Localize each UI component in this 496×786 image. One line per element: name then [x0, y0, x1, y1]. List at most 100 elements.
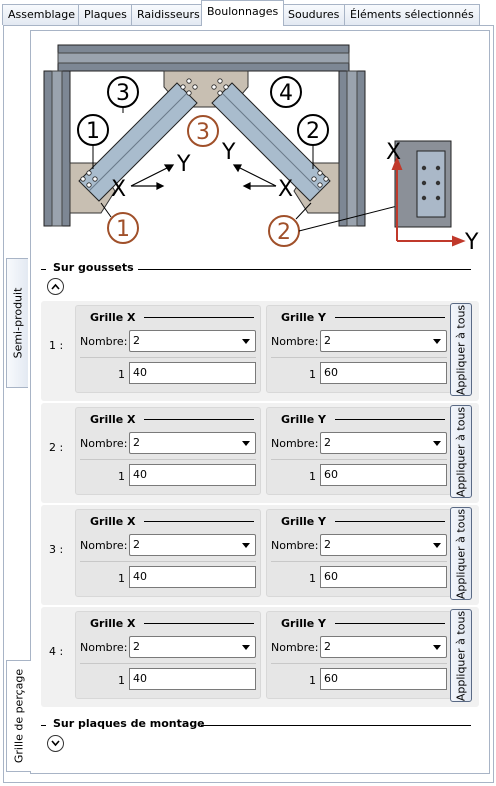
connection-diagram: 3 4 1 2 3 1 2	[43, 44, 479, 253]
grille-y-value-input[interactable]: 60	[320, 566, 447, 588]
axis-y-detail: Y	[464, 230, 479, 253]
marker-1-label: 1	[86, 119, 100, 144]
tab-boulonnages[interactable]: Boulonnages	[201, 0, 285, 26]
grille-y-title: Grille Y	[281, 413, 327, 426]
grille-y-index: 1	[309, 674, 316, 687]
dropdown-arrow-icon	[242, 441, 250, 446]
grille-x-box: Grille X Nombre: 2 1 40	[75, 305, 261, 393]
dropdown-arrow-icon	[242, 339, 250, 344]
grille-y-value-input[interactable]: 60	[320, 668, 447, 690]
chevron-up-icon	[51, 283, 60, 290]
dropdown-arrow-icon	[433, 645, 441, 650]
grille-x-title: Grille X	[90, 311, 136, 324]
marker-3-label: 3	[116, 81, 130, 106]
grille-y-index: 1	[309, 470, 316, 483]
marker-1-brown-label: 1	[116, 217, 130, 242]
dropdown-arrow-icon	[433, 441, 441, 446]
axis-x-right: X	[278, 177, 293, 202]
gousset-row-1-label: 1 :	[49, 339, 64, 352]
grille-y-title: Grille Y	[281, 311, 327, 324]
side-tab-bar: Semi-produit Grille de perçage	[6, 30, 31, 774]
grille-x-index: 1	[118, 674, 125, 687]
grille-y-index: 1	[309, 368, 316, 381]
marker-1-brown	[107, 212, 139, 244]
nombre-label: Nombre:	[271, 539, 319, 552]
sur-goussets-header: Sur goussets	[41, 261, 471, 277]
sur-goussets-title: Sur goussets	[53, 261, 134, 274]
marker-3-brown-label: 3	[196, 120, 210, 145]
select-value: 2	[324, 538, 331, 551]
marker-2-brown-label: 2	[277, 220, 291, 245]
side-tab-grille-de-percage[interactable]: Grille de perçage	[6, 660, 31, 772]
appliquer-a-tous-label: Appliquer à tous	[454, 406, 468, 497]
nombre-label: Nombre:	[80, 335, 128, 348]
sur-plaques-expand-button[interactable]	[47, 735, 64, 752]
nombre-label: Nombre:	[80, 539, 128, 552]
side-tab-semi-produit[interactable]: Semi-produit	[6, 258, 28, 388]
grille-x-nombre-select[interactable]: 2	[129, 432, 256, 454]
axis-x-detail: X	[386, 140, 401, 165]
axis-y-left: Y	[176, 152, 191, 177]
grille-x-box: Grille X Nombre: 2 1 40	[75, 407, 261, 495]
grille-x-index: 1	[118, 470, 125, 483]
sur-plaques-header: Sur plaques de montage	[41, 717, 471, 733]
appliquer-a-tous-button[interactable]: Appliquer à tous	[450, 609, 472, 702]
grille-y-value-input[interactable]: 60	[320, 362, 447, 384]
gousset-row-3-label: 3 :	[49, 543, 64, 556]
appliquer-a-tous-button[interactable]: Appliquer à tous	[450, 507, 472, 600]
tab-plaques[interactable]: Plaques	[78, 4, 133, 25]
sur-plaques-title: Sur plaques de montage	[53, 717, 205, 730]
tab-raidisseurs[interactable]: Raidisseurs	[131, 4, 206, 25]
select-value: 2	[133, 640, 140, 653]
select-value: 2	[324, 640, 331, 653]
nombre-label: Nombre:	[271, 335, 319, 348]
grille-x-nombre-select[interactable]: 2	[129, 636, 256, 658]
tab-elements-selectionnes[interactable]: Éléments sélectionnés	[344, 4, 480, 25]
grille-y-box: Grille Y Nombre: 2 1 60	[266, 407, 452, 495]
axis-y-right: Y	[221, 140, 236, 165]
chevron-down-icon	[51, 740, 60, 747]
appliquer-a-tous-button[interactable]: Appliquer à tous	[450, 405, 472, 498]
grille-y-index: 1	[309, 572, 316, 585]
content-panel: 3 4 1 2 3 1 2	[30, 30, 490, 774]
grille-y-box: Grille Y Nombre: 2 1 60	[266, 305, 452, 393]
grille-y-nombre-select[interactable]: 2	[320, 432, 447, 454]
grille-x-value-input[interactable]: 40	[129, 566, 256, 588]
top-tab-bar: Assemblage Plaques Raidisseurs Boulonnag…	[0, 0, 496, 26]
grille-y-title: Grille Y	[281, 617, 327, 630]
tab-soudures[interactable]: Soudures	[282, 4, 346, 25]
grille-x-index: 1	[118, 368, 125, 381]
tab-assemblage[interactable]: Assemblage	[2, 4, 81, 25]
grille-y-nombre-select[interactable]: 2	[320, 636, 447, 658]
grille-x-value-input[interactable]: 40	[129, 464, 256, 486]
grille-y-box: Grille Y Nombre: 2 1 60	[266, 611, 452, 699]
grille-y-box: Grille Y Nombre: 2 1 60	[266, 509, 452, 597]
select-value: 2	[133, 436, 140, 449]
gousset-row-1: 1 : Grille X Nombre: 2 1 40 Grille Y Nom…	[41, 301, 479, 401]
grille-x-box: Grille X Nombre: 2 1 40	[75, 509, 261, 597]
grille-x-title: Grille X	[90, 617, 136, 630]
dropdown-arrow-icon	[433, 543, 441, 548]
appliquer-a-tous-label: Appliquer à tous	[454, 304, 468, 395]
grille-x-value-input[interactable]: 40	[129, 668, 256, 690]
nombre-label: Nombre:	[271, 437, 319, 450]
grille-x-nombre-select[interactable]: 2	[129, 330, 256, 352]
gousset-row-2-label: 2 :	[49, 441, 64, 454]
side-tab-semi-produit-label: Semi-produit	[11, 287, 24, 359]
gousset-row-2: 2 : Grille X Nombre: 2 1 40 Grille Y Nom…	[41, 403, 479, 503]
sur-goussets-collapse-button[interactable]	[47, 278, 64, 295]
grille-y-nombre-select[interactable]: 2	[320, 330, 447, 352]
appliquer-a-tous-button[interactable]: Appliquer à tous	[450, 303, 472, 396]
marker-2-label: 2	[306, 119, 320, 144]
grille-x-value-input[interactable]: 40	[129, 362, 256, 384]
dropdown-arrow-icon	[242, 645, 250, 650]
nombre-label: Nombre:	[80, 641, 128, 654]
grille-x-index: 1	[118, 572, 125, 585]
marker-3-brown	[187, 115, 219, 147]
grille-y-nombre-select[interactable]: 2	[320, 534, 447, 556]
nombre-label: Nombre:	[80, 437, 128, 450]
grille-y-value-input[interactable]: 60	[320, 464, 447, 486]
grille-x-nombre-select[interactable]: 2	[129, 534, 256, 556]
select-value: 2	[324, 334, 331, 347]
gousset-row-3: 3 : Grille X Nombre: 2 1 40 Grille Y Nom…	[41, 505, 479, 605]
